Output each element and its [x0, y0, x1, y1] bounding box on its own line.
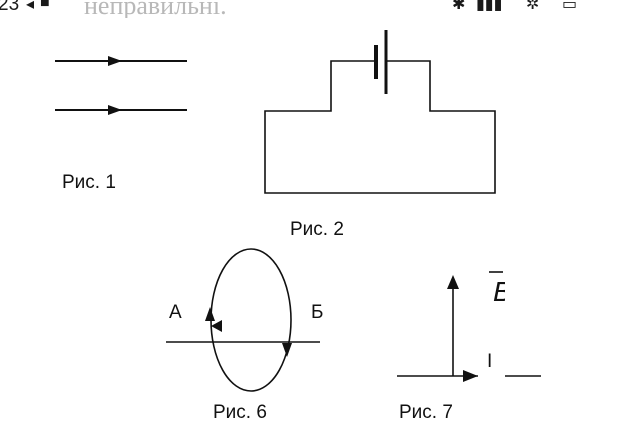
- fig6-loop: [166, 248, 320, 392]
- fig6-arrow-down-icon: [282, 343, 292, 357]
- fig7-label-vector: B: [493, 276, 505, 310]
- fig7-label-current: I: [487, 351, 493, 372]
- wifi-icon: ✲: [526, 0, 540, 13]
- app-notification-icon: ■: [40, 0, 50, 11]
- background-text-fragment: неправильні.: [84, 0, 227, 18]
- bluetooth-icon: ✱: [452, 0, 466, 13]
- signal-bars-icon: ▮▮▮: [476, 0, 503, 13]
- fig6-label-a: А: [169, 302, 182, 323]
- fig7-current-arrow-icon: [463, 370, 478, 382]
- fig2-circuit-loop: [264, 60, 496, 194]
- fig1-parallel-conductors: [55, 56, 187, 115]
- fig1-upper-arrow-icon: [108, 56, 122, 66]
- fig2-caption: Рис. 2: [290, 219, 344, 240]
- status-time: 23: [0, 0, 20, 15]
- fig1-caption: Рис. 1: [62, 172, 116, 193]
- navigation-arrow-icon: ◂: [26, 0, 35, 13]
- fig6-label-b: Б: [311, 302, 324, 323]
- fig7-vector-diagram: [397, 271, 541, 382]
- fig6-current-loop: [210, 248, 292, 392]
- fig2-circuit: [264, 30, 496, 194]
- fig7-vector-arrowhead-icon: [447, 275, 459, 289]
- fig1-lower-arrow-icon: [108, 105, 122, 115]
- battery-icon: ▭: [562, 0, 578, 13]
- fig7-caption: Рис. 7: [399, 402, 453, 423]
- fig6-arrow-up-icon: [205, 307, 215, 321]
- status-bar: 23 ◂ ■ неправильні. ✱ ▮▮▮ ✲ ▭: [0, 0, 632, 18]
- fig6-caption: Рис. 6: [213, 402, 267, 423]
- fig6-arrow-left-icon: [211, 320, 222, 332]
